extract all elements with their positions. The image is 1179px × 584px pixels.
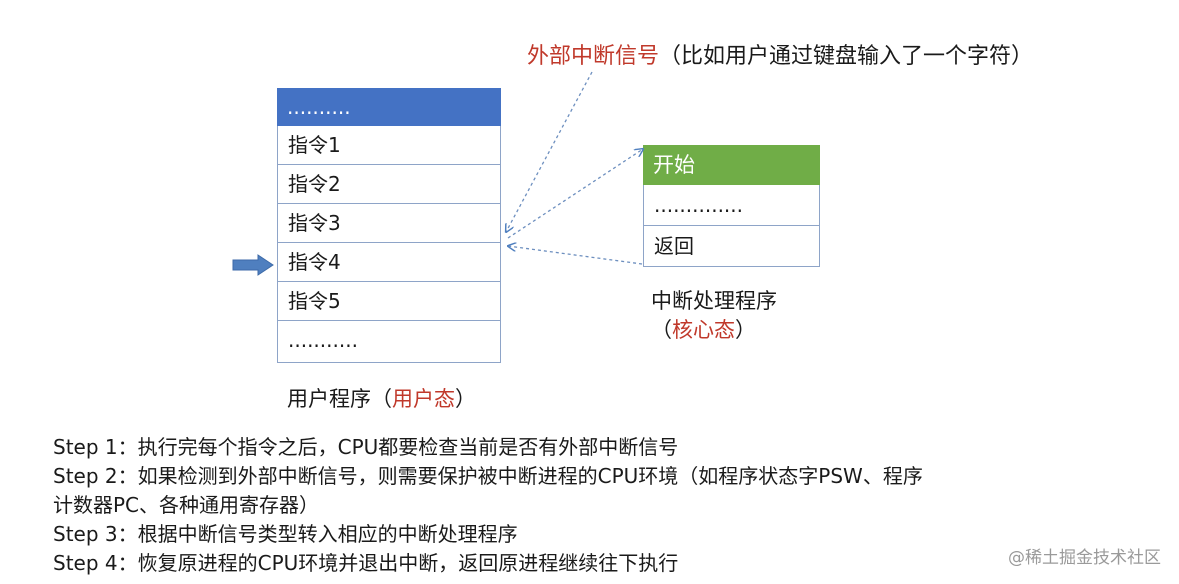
kernel-mode-label: 核心态 [672, 318, 735, 342]
signal-to-program-arrow [506, 71, 593, 232]
step-2-continued: 计数器PC、各种通用寄存器） [53, 493, 320, 517]
instruction-row-current: 指令4 [277, 243, 501, 282]
step-2: Step 2：如果检测到外部中断信号，则需要保护被中断进程的CPU环境（如程序状… [53, 464, 923, 488]
handler-start-header: 开始 [643, 145, 820, 185]
user-mode-label: 用户态 [392, 387, 455, 411]
user-program-caption: 用户程序（用户态） [287, 383, 476, 413]
program-to-handler-arrow [507, 149, 643, 239]
instruction-row: 指令2 [277, 165, 501, 204]
interrupt-handler-table: 开始 .............. 返回 [643, 145, 820, 267]
external-signal-title: 外部中断信号 [527, 44, 660, 69]
handler-row-ellipsis: .............. [643, 185, 820, 226]
instruction-row: 指令1 [277, 126, 501, 165]
user-program-header: .......... [277, 88, 501, 126]
handler-row-return: 返回 [643, 226, 820, 267]
current-instruction-arrow-icon [232, 254, 274, 276]
steps-list: Step 1：执行完每个指令之后，CPU都要检查当前是否有外部中断信号 Step… [53, 433, 1133, 578]
return-to-program-arrow [508, 246, 643, 265]
handler-caption-close: ） [735, 318, 756, 342]
instruction-row-ellipsis: ........... [277, 321, 501, 363]
external-signal-label: 外部中断信号（比如用户通过键盘输入了一个字符） [527, 38, 1033, 70]
handler-caption: 中断处理程序 [651, 289, 777, 313]
user-program-table: .......... 指令1 指令2 指令3 指令4 指令5 .........… [277, 88, 501, 363]
external-signal-note: （比如用户通过键盘输入了一个字符） [659, 44, 1034, 69]
step-3: Step 3：根据中断信号类型转入相应的中断处理程序 [53, 522, 518, 546]
instruction-row: 指令3 [277, 204, 501, 243]
step-1: Step 1：执行完每个指令之后，CPU都要检查当前是否有外部中断信号 [53, 435, 679, 459]
handler-caption-open: （ [651, 318, 672, 342]
user-program-caption-text: 用户程序 [287, 387, 371, 411]
step-4: Step 4：恢复原进程的CPU环境并退出中断，返回原进程继续往下执行 [53, 551, 679, 575]
user-program-caption-open: （ [371, 387, 392, 411]
watermark: @稀土掘金技术社区 [1008, 548, 1161, 568]
handler-mode-caption: （核心态） [651, 314, 756, 344]
instruction-row: 指令5 [277, 282, 501, 321]
user-program-caption-close: ） [455, 387, 476, 411]
